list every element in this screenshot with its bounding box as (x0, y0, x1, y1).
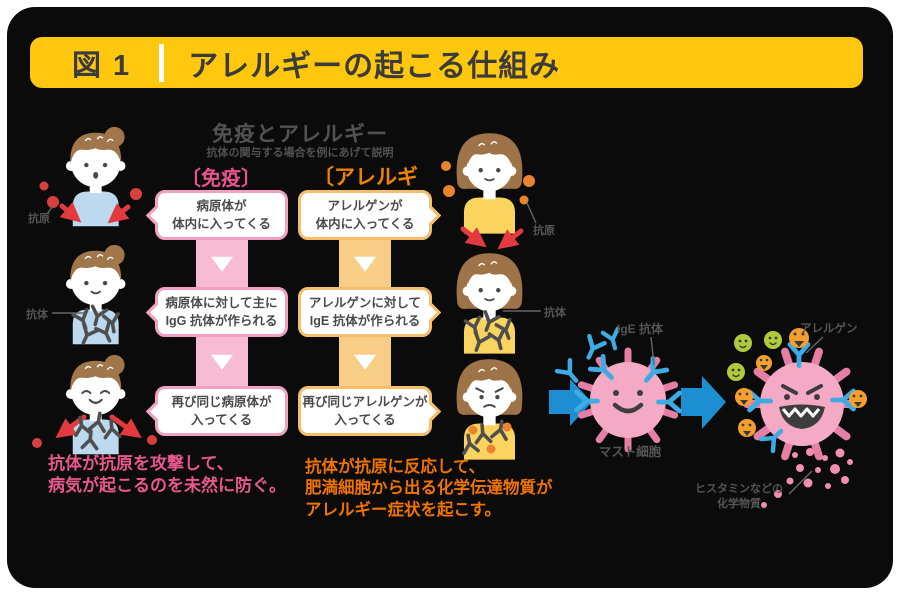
figure-title: アレルギーの起こる仕組み (188, 49, 561, 83)
immunity-step-box-3: 再び同じ病原体が 入ってくる (155, 386, 288, 436)
header-divider (159, 43, 165, 82)
figure-header: 図 1 アレルギーの起こる仕組み (30, 37, 863, 88)
immunity-step-1-text: 病原体が 体内に入ってくる (172, 198, 271, 231)
attack-arrows-red-right (460, 226, 524, 250)
allergen-icons (727, 328, 867, 437)
allergy-step-3-text: 再び同じアレルゲンが 入ってくる (302, 394, 428, 427)
down-triangle-icon (211, 256, 233, 272)
histamine-label: ヒスタミンなどの 化学物質 (695, 483, 783, 511)
person-allergy-step1 (455, 132, 524, 235)
immunity-connector-2 (196, 333, 248, 389)
allergy-step-box-3: 再び同じアレルゲンが 入ってくる (298, 386, 432, 436)
immunity-step-2-text: 病原体に対して主に IgG 抗体が作られる (165, 295, 278, 328)
immunity-step-3-text: 再び同じ病原体が 入ってくる (171, 394, 272, 427)
flow-arrow-icon-2 (681, 376, 726, 429)
antibody-label-left: 抗体 (26, 309, 48, 321)
immunity-step-box-2: 病原体に対して主に IgG 抗体が作られる (155, 287, 288, 337)
allergy-step-1-text: アレルゲンが 体内に入ってくる (315, 198, 415, 231)
allergy-step-box-1: アレルゲンが 体内に入ってくる (298, 190, 432, 240)
down-triangle-icon (354, 256, 376, 272)
label-pointer-lines (46, 202, 824, 495)
diagram-subtitle: 抗体の関与する場合を例にあげて説明 (206, 147, 394, 159)
down-triangle-icon (354, 354, 376, 370)
immunity-conclusion: 抗体が抗原を攻撃して、 病気が起こるのを未然に防ぐ。 (48, 454, 286, 496)
person-immunity-step3 (65, 354, 127, 455)
flow-arrow-icon-1 (549, 379, 592, 426)
person-allergy-step3 (455, 358, 524, 461)
person-allergy-step2 (455, 252, 524, 355)
immunity-connector-1 (196, 236, 248, 290)
allergy-connector-2 (339, 333, 391, 389)
down-triangle-icon (211, 354, 233, 370)
diagram-title: 免疫とアレルギー (212, 123, 388, 146)
person-immunity-step2 (65, 244, 127, 345)
antigen-label-left: 抗原 (28, 213, 50, 225)
allergy-conclusion: 抗体が抗原に反応して、 肥満細胞から出る化学伝達物質が アレルギー症状を起こす。 (305, 458, 553, 519)
antigen-dots-red (32, 181, 157, 448)
immunity-step-box-1: 病原体が 体内に入ってくる (155, 190, 288, 240)
allergy-step-box-2: アレルゲンに対して IgE 抗体が作られる (298, 287, 432, 337)
histamine-dots (761, 448, 853, 508)
ige-antibody-label: IgE 抗体 (617, 322, 664, 336)
allergy-step-2-text: アレルゲンに対して IgE 抗体が作られる (308, 295, 422, 328)
antigen-dots-orange (441, 161, 535, 454)
mast-cell-label: マスト細胞 (598, 445, 662, 459)
immunity-column-label: 〔免疫〕 (181, 168, 261, 190)
allergen-label: アレルゲン (800, 323, 858, 335)
allergy-connector-1 (339, 236, 391, 290)
antigen-label-right: 抗原 (533, 225, 555, 237)
figure-number: 図 1 (72, 49, 132, 82)
person-immunity-step1 (65, 126, 127, 227)
antibody-label-right: 抗体 (544, 307, 566, 319)
attack-arrows-red (55, 201, 142, 439)
